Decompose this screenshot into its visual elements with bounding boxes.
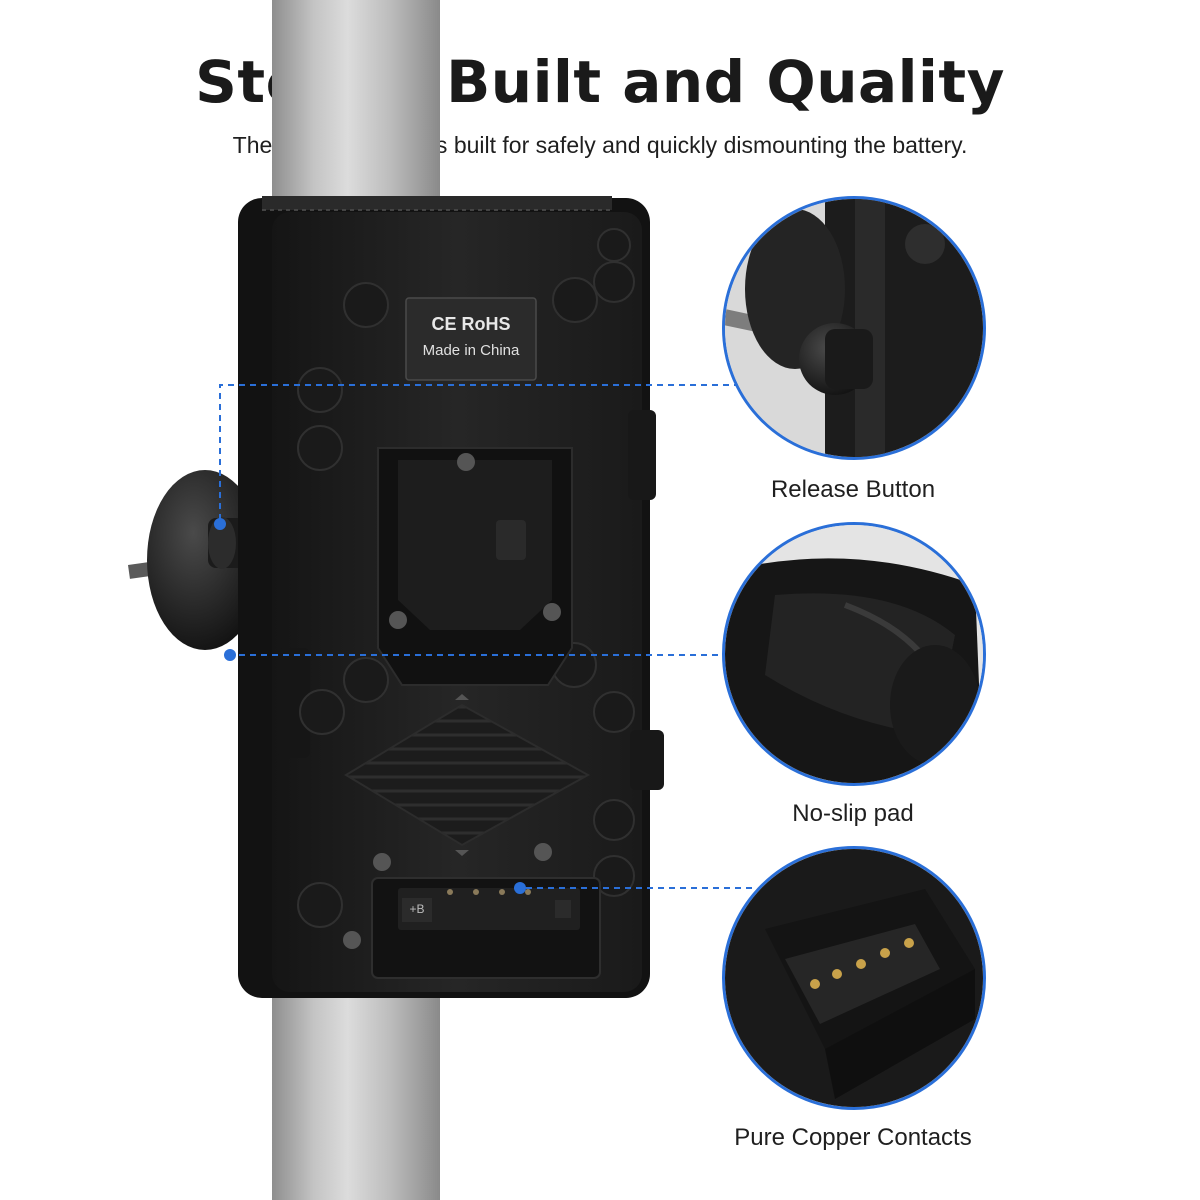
- plate-label-line2: Made in China: [422, 342, 520, 359]
- power-connector: [343, 843, 601, 979]
- plate-bumps: [297, 228, 635, 928]
- caption-copper-contacts: Pure Copper Contacts: [734, 1124, 972, 1151]
- zoom-no-slip-pad: [722, 522, 986, 786]
- zoom-copper-contacts: [722, 846, 986, 1110]
- callout-leaders: [219, 384, 752, 889]
- zoom-release-button: [722, 196, 986, 460]
- caption-release-button: Release Button: [770, 476, 936, 503]
- v-mount-receiver: [377, 447, 573, 686]
- plate-label-line1: CE RoHS: [431, 314, 511, 334]
- connector-label: +B: [409, 902, 425, 916]
- caption-no-slip-pad: No-slip pad: [792, 800, 914, 827]
- callout-dots: [214, 518, 526, 894]
- compliance-label: [405, 297, 537, 381]
- plate-grill: [344, 694, 591, 856]
